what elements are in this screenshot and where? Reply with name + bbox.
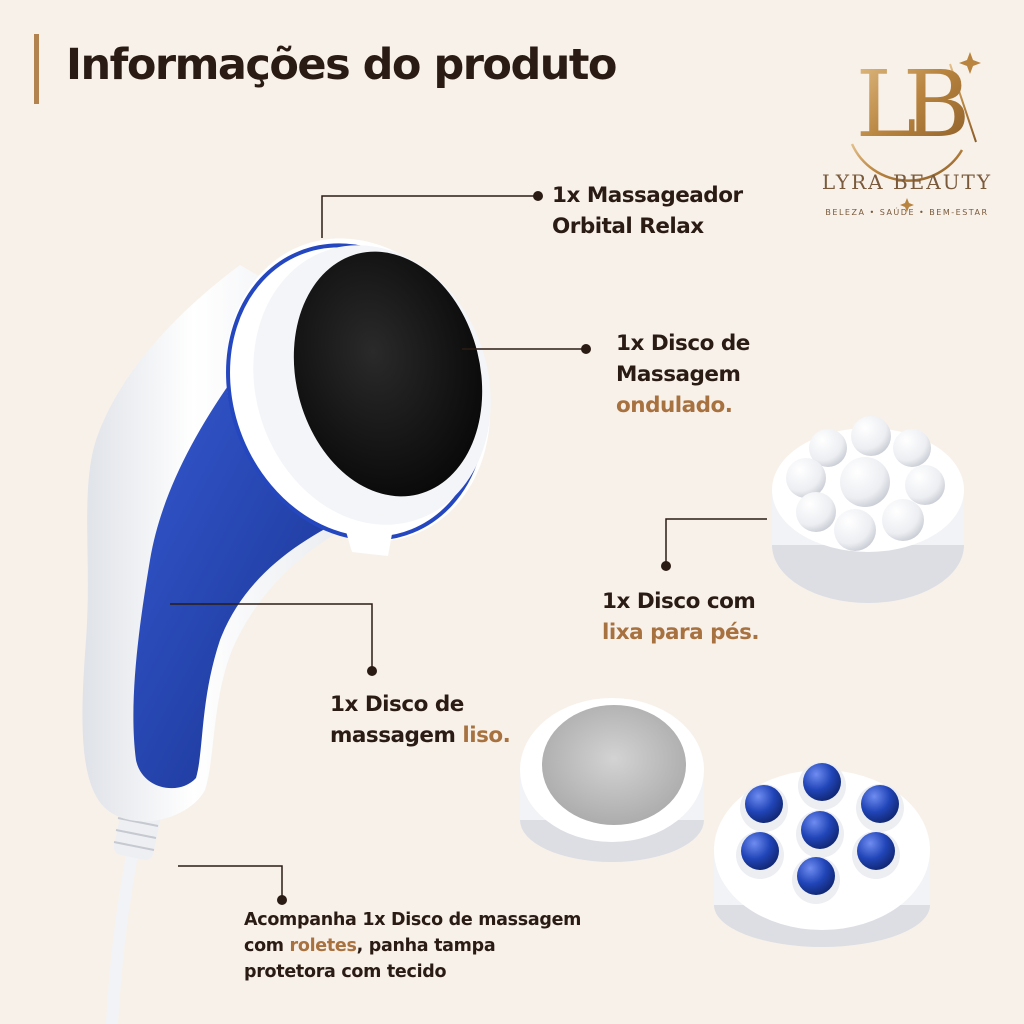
callout-line: Orbital Relax [552, 214, 704, 239]
brand-name: LYRA BEAUTY [821, 170, 993, 194]
callout-line: 1x Massageador [552, 183, 743, 208]
callout-disco-liso: 1x Disco de massagem liso. [330, 689, 511, 751]
callout-text: , panha tampa [356, 936, 496, 956]
massager-device [82, 238, 491, 1024]
callout-highlight: liso. [462, 723, 511, 748]
callout-highlight: roletes [289, 936, 357, 956]
callout-highlight: ondulado. [616, 393, 733, 418]
spiked-roller-disc [772, 416, 964, 603]
page-title: Informações do produto [66, 40, 617, 90]
callout-text: massagem [330, 723, 463, 748]
callout-dot [533, 191, 543, 201]
callout-dot [661, 561, 671, 571]
sanding-disc [520, 698, 704, 862]
callout-highlight: lixa para pés. [602, 620, 760, 645]
callout-acompanha: Acompanha 1x Disco de massagem com rolet… [244, 907, 581, 985]
callout-dot [581, 344, 591, 354]
callout-massageador: 1x Massageador Orbital Relax [552, 180, 743, 242]
callout-line: com roletes, panha tampa [244, 933, 581, 959]
callout-line: 1x Disco de [330, 692, 464, 717]
callout-line: 1x Disco com [602, 589, 756, 614]
callout-disco-ondulado: 1x Disco de Massagem ondulado. [616, 328, 750, 421]
header-accent-bar [34, 34, 39, 104]
callout-dot [367, 666, 377, 676]
callout-line: massagem liso. [330, 720, 511, 751]
callout-text: com [244, 936, 290, 956]
brand-logo: LB [850, 51, 981, 212]
callout-line: Massagem [616, 362, 741, 387]
callout-line: protetora com tecido [244, 962, 447, 982]
callout-connectors [170, 195, 767, 900]
callout-disco-lixa: 1x Disco com lixa para pés. [602, 586, 760, 648]
sparkle-icon [959, 52, 981, 74]
callout-dot [277, 895, 287, 905]
callout-line: 1x Disco de [616, 331, 750, 356]
brand-tagline: BELEZA • SAÚDE • BEM-ESTAR [825, 208, 989, 217]
callout-line: Acompanha 1x Disco de massagem [244, 910, 582, 930]
sparkle-icon [900, 198, 914, 212]
roller-ball-disc [714, 762, 930, 947]
